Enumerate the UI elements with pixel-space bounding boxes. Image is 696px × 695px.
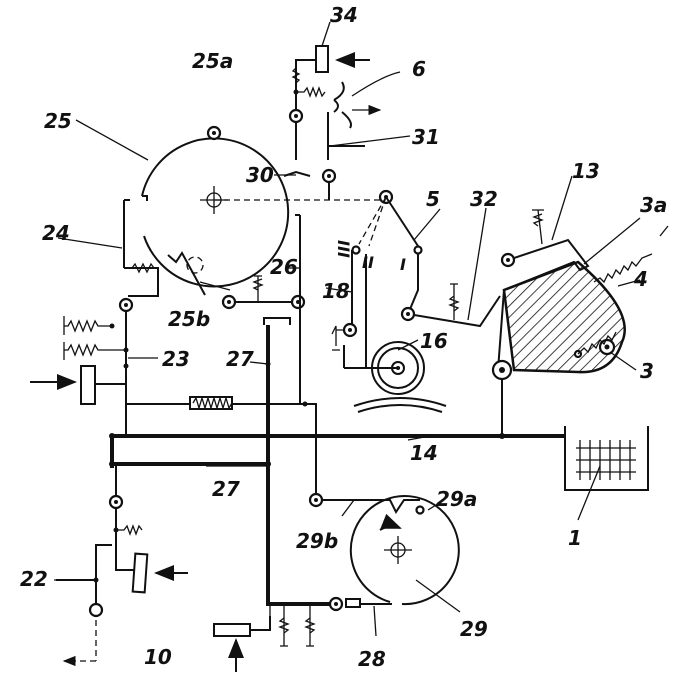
tank-1 (564, 426, 649, 491)
label-14: 14 (410, 441, 438, 465)
disc-25-notch (142, 195, 148, 201)
label-23: 23 (162, 347, 190, 371)
leader-lines (54, 21, 641, 637)
disc-16 (353, 341, 447, 413)
disc-29 (349, 495, 460, 606)
label-29b: 29b (296, 529, 338, 553)
label-25b: 25b (168, 307, 210, 331)
label-26: 26 (270, 255, 298, 279)
lever-13 (503, 238, 590, 291)
label-18: 18 (322, 279, 350, 303)
label-27-upper: 27 (226, 347, 254, 371)
top-assembly (288, 45, 401, 200)
label-22: 22 (20, 567, 48, 591)
label-30: 30 (246, 163, 274, 187)
label-24: 24 (42, 221, 70, 245)
label-5: 5 (426, 187, 440, 211)
label-25a: 25a (192, 49, 233, 73)
sector-3 (491, 209, 669, 439)
disc-25 (141, 125, 290, 296)
label-4: 4 (633, 267, 648, 291)
label-position-II: II (362, 253, 374, 272)
label-6: 6 (412, 57, 426, 81)
label-31: 31 (412, 125, 440, 149)
label-3: 3 (640, 359, 654, 383)
disc-25-rim (141, 137, 290, 288)
lever-25b (167, 251, 206, 296)
label-32: 32 (470, 187, 498, 211)
lower-left-assembly (56, 464, 188, 667)
left-assembly (30, 199, 190, 420)
label-34: 34 (330, 3, 358, 27)
dashed-detent (186, 256, 204, 274)
label-3a: 3a (640, 193, 667, 217)
label-16: 16 (420, 329, 448, 353)
lever-29b (322, 499, 420, 514)
label-28: 28 (358, 647, 386, 671)
label-1: 1 (568, 526, 582, 550)
rod-27 (266, 325, 330, 606)
label-25: 25 (44, 109, 72, 133)
label-position-I: I (400, 255, 406, 274)
label-10: 10 (144, 645, 172, 669)
label-27-lower: 27 (212, 477, 240, 501)
label-29: 29 (460, 617, 488, 641)
selector-switch-5 (351, 189, 423, 369)
label-position-III: III (334, 240, 353, 258)
label-29a: 29a (436, 487, 477, 511)
labels: 1 3 3a 4 5 6 10 13 14 16 18 22 23 24 25 … (20, 3, 667, 671)
label-13: 13 (572, 159, 600, 183)
